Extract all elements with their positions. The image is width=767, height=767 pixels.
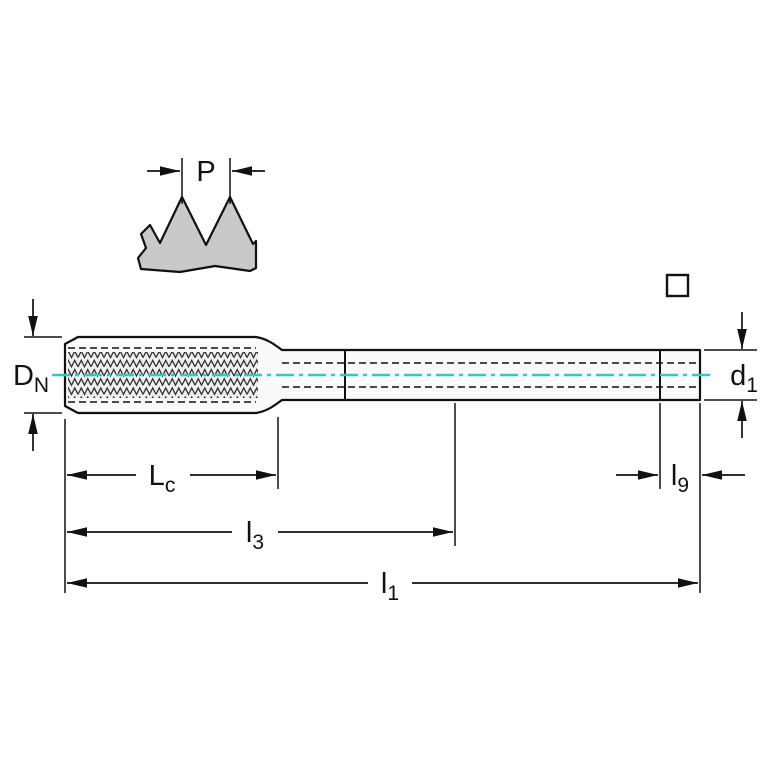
dimension-l3: l3 xyxy=(67,517,453,554)
label-d1: d1 xyxy=(730,360,758,397)
label-lc: Lc xyxy=(149,460,176,497)
dimension-lc: Lc xyxy=(67,460,276,497)
thread-profile-shape xyxy=(136,195,258,274)
dimension-d1: d1 xyxy=(704,312,758,438)
dimension-dn: DN xyxy=(13,299,62,451)
square-section-icon xyxy=(665,273,690,298)
label-l9: l9 xyxy=(671,460,689,497)
tool-body xyxy=(52,273,714,415)
label-pitch: P xyxy=(196,156,215,188)
extension-lines xyxy=(64,403,701,593)
thread-profile-detail: P xyxy=(136,156,265,274)
dimension-l1: l1 xyxy=(67,568,698,605)
label-l3: l3 xyxy=(246,517,264,554)
dimension-l9: l9 xyxy=(616,460,745,497)
label-dn: DN xyxy=(13,360,49,397)
label-l1: l1 xyxy=(381,568,399,605)
